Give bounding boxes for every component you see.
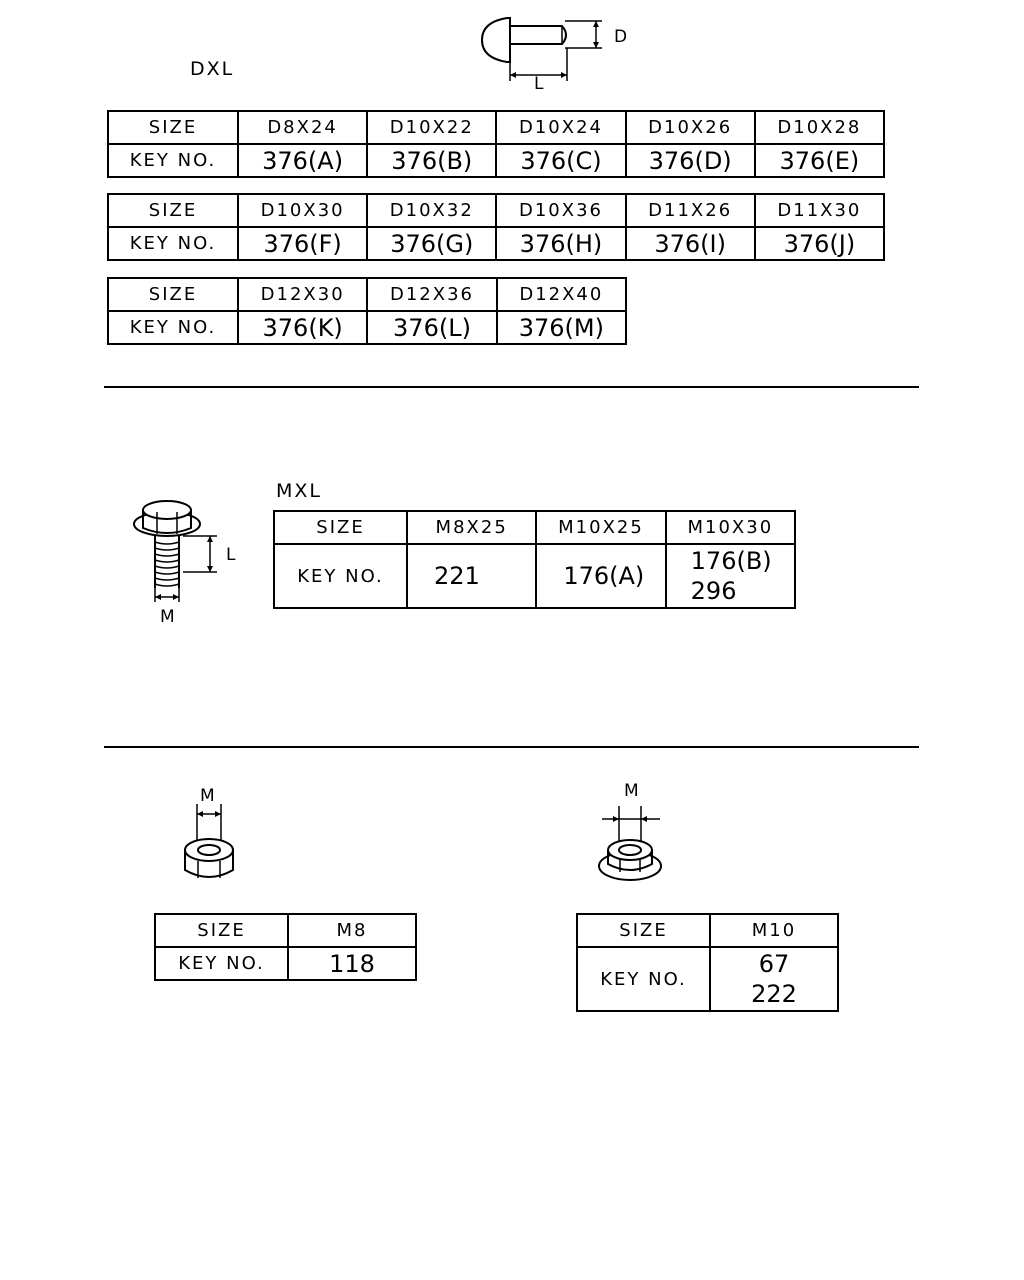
size-cell: D10X22 [366, 110, 498, 145]
section-divider [104, 746, 919, 748]
size-cell: D11X26 [624, 193, 756, 228]
size-cell: M8 [287, 913, 417, 948]
key-value: 221 [434, 562, 480, 590]
key-value: 222 [751, 980, 797, 1008]
table-row: KEY NO. 376(K) 376(L) 376(M) [107, 310, 628, 345]
key-value: 67 [758, 950, 790, 978]
key-cell: 176(B) 296 [664, 543, 797, 609]
size-cell: M8X25 [405, 510, 538, 545]
bolt-dim-l-label: L [226, 545, 236, 565]
rivet-title: DXL [190, 58, 235, 80]
size-label: SIZE [107, 277, 239, 312]
key-label: KEY NO. [107, 143, 239, 178]
size-cell: M10X25 [535, 510, 667, 545]
key-cell: 376(H) [495, 226, 627, 261]
rivet-table-2: SIZE D10X30 D10X32 D10X36 D11X26 D11X30 … [107, 193, 886, 261]
size-cell: D12X30 [236, 277, 369, 312]
nut-m8-table: SIZE M8 KEY NO. 118 [154, 913, 417, 981]
key-cell: 376(J) [753, 226, 886, 261]
size-cell: D10X28 [753, 110, 886, 145]
key-cell: 376(I) [624, 226, 756, 261]
size-cell: M10X30 [664, 510, 797, 545]
size-cell: D10X26 [624, 110, 756, 145]
table-row: SIZE M8X25 M10X25 M10X30 [273, 510, 797, 545]
table-row: KEY NO. 376(F) 376(G) 376(H) 376(I) 376(… [107, 226, 886, 261]
key-label: KEY NO. [576, 946, 711, 1012]
key-cell: 176(A) [535, 543, 667, 609]
key-label: KEY NO. [107, 226, 239, 261]
size-cell: D11X30 [753, 193, 886, 228]
size-cell: M10 [709, 913, 839, 948]
nut-m10-table: SIZE M10 KEY NO. 67 222 [576, 913, 839, 1012]
bolt-dim-m-label: M [160, 607, 175, 627]
table-row: SIZE M10 [576, 913, 839, 948]
bolt-table: SIZE M8X25 M10X25 M10X30 KEY NO. 221 176… [273, 510, 797, 609]
size-label: SIZE [576, 913, 711, 948]
key-value: 176(A) [563, 562, 645, 590]
table-row: KEY NO. 376(A) 376(B) 376(C) 376(D) 376(… [107, 143, 886, 178]
key-value: 296 [690, 577, 737, 605]
key-cell: 376(B) [366, 143, 498, 178]
key-cell: 376(C) [495, 143, 627, 178]
size-cell: D10X32 [366, 193, 498, 228]
key-cell: 118 [287, 946, 417, 981]
table-row: KEY NO. 67 222 [576, 946, 839, 1012]
table-row: KEY NO. 221 176(A) 176(B) 296 [273, 543, 797, 609]
size-label: SIZE [273, 510, 408, 545]
rivet-table-1: SIZE D8X24 D10X22 D10X24 D10X26 D10X28 K… [107, 110, 886, 178]
size-label: SIZE [154, 913, 289, 948]
key-cell: 376(K) [236, 310, 369, 345]
rivet-dim-d-label: D [614, 27, 628, 47]
size-cell: D8X24 [236, 110, 369, 145]
key-cell: 376(M) [495, 310, 628, 345]
size-cell: D10X30 [236, 193, 369, 228]
table-row: SIZE D12X30 D12X36 D12X40 [107, 277, 628, 312]
key-cell: 376(G) [366, 226, 498, 261]
size-label: SIZE [107, 193, 239, 228]
bolt-title: MXL [276, 480, 322, 502]
table-row: SIZE D8X24 D10X22 D10X24 D10X26 D10X28 [107, 110, 886, 145]
size-label: SIZE [107, 110, 239, 145]
nut-m10-drawing [598, 806, 662, 881]
rivet-drawing [480, 17, 602, 81]
key-value: 176(B) [690, 547, 772, 575]
section-divider [104, 386, 919, 388]
nut-m10-dim-m-label: M [624, 781, 639, 801]
bolt-drawing [133, 500, 217, 602]
size-cell: D12X36 [366, 277, 498, 312]
size-cell: D10X36 [495, 193, 627, 228]
key-cell: 376(A) [236, 143, 369, 178]
key-label: KEY NO. [273, 543, 408, 609]
rivet-dim-l-label: L [534, 74, 544, 94]
size-cell: D10X24 [495, 110, 627, 145]
key-label: KEY NO. [154, 946, 289, 981]
key-cell: 376(D) [624, 143, 756, 178]
key-cell: 376(L) [366, 310, 498, 345]
nut-m8-drawing [184, 804, 234, 878]
table-row: SIZE M8 [154, 913, 417, 948]
rivet-table-3: SIZE D12X30 D12X36 D12X40 KEY NO. 376(K)… [107, 277, 628, 345]
table-row: KEY NO. 118 [154, 946, 417, 981]
table-row: SIZE D10X30 D10X32 D10X36 D11X26 D11X30 [107, 193, 886, 228]
size-cell: D12X40 [495, 277, 628, 312]
key-cell: 376(E) [753, 143, 886, 178]
nut-m8-dim-m-label: M [200, 786, 215, 806]
key-cell: 67 222 [709, 946, 839, 1012]
key-cell: 376(F) [236, 226, 369, 261]
key-label: KEY NO. [107, 310, 239, 345]
key-cell: 221 [405, 543, 538, 609]
